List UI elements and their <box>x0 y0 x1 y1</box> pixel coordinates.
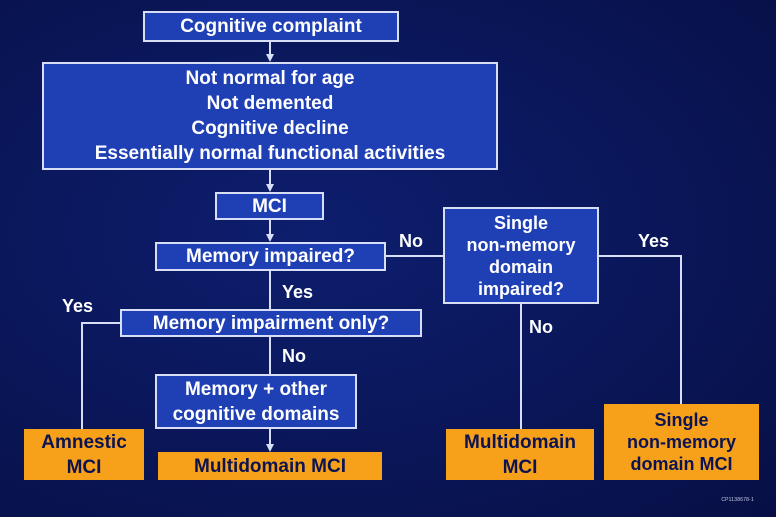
criteria-cognitive-decline: Cognitive decline <box>191 118 349 139</box>
memory-impaired-box: Memory impaired? <box>155 242 386 271</box>
single-nonmemory-q-line-4: impaired? <box>477 278 565 299</box>
criteria-not-normal-for-age: Not normal for age <box>185 68 355 89</box>
cognitive-complaint-text: Cognitive complaint <box>180 16 362 37</box>
amnestic-mci-box: Amnestic MCI <box>24 429 144 480</box>
edge-label-no-memory-impaired: No <box>399 231 423 251</box>
memory-only-text: Memory impairment only? <box>152 312 390 334</box>
single-nonmemory-mci-box: Single non-memory domain MCI <box>604 404 759 480</box>
memory-only-box: Memory impairment only? <box>120 309 422 337</box>
single-nonmemory-out-line-1: Single <box>654 410 709 430</box>
memory-other-box: Memory + other cognitive domains <box>155 374 357 429</box>
edge-label-yes-single-nonmemory: Yes <box>638 231 670 251</box>
memory-other-line-2: cognitive domains <box>172 403 340 425</box>
edge-label-no-single-nonmemory: No <box>529 317 553 337</box>
single-nonmemory-out-line-2: non-memory <box>626 432 736 452</box>
single-nonmemory-q-line-2: non-memory <box>466 234 576 255</box>
line-memory-only-yes-to-amnestic <box>81 322 120 429</box>
multidomain-left-text: Multidomain MCI <box>194 455 346 477</box>
amnestic-line-1: Amnestic <box>41 431 127 453</box>
cognitive-complaint-box: Cognitive complaint <box>143 11 399 42</box>
mci-box: MCI <box>215 192 324 220</box>
line-single-nonmemory-yes <box>599 255 682 404</box>
amnestic-line-2: MCI <box>66 456 102 478</box>
multidomain-right-line-1: Multidomain <box>464 431 576 453</box>
multidomain-mci-right-box: Multidomain MCI <box>446 429 594 480</box>
single-nonmemory-question-box: Single non-memory domain impaired? <box>443 207 599 304</box>
single-nonmemory-q-line-1: Single <box>493 212 548 233</box>
mci-text: MCI <box>252 195 287 217</box>
mci-criteria-box: Not normal for age Not demented Cognitiv… <box>42 62 498 170</box>
edge-label-no-memory-only: No <box>282 346 306 366</box>
memory-other-line-1: Memory + other <box>184 378 327 400</box>
multidomain-mci-left-box: Multidomain MCI <box>158 452 382 480</box>
criteria-not-demented: Not demented <box>206 93 334 114</box>
single-nonmemory-out-line-3: domain MCI <box>630 454 733 474</box>
edge-label-yes-memory-only: Yes <box>62 296 94 316</box>
edge-label-yes-memory-impaired: Yes <box>282 282 314 302</box>
multidomain-right-line-2: MCI <box>502 456 538 478</box>
slide-reference-code: CP1138678-1 <box>721 497 754 503</box>
criteria-normal-functional: Essentially normal functional activities <box>94 143 446 164</box>
single-nonmemory-q-line-3: domain <box>488 256 553 277</box>
memory-impaired-text: Memory impaired? <box>186 246 355 267</box>
